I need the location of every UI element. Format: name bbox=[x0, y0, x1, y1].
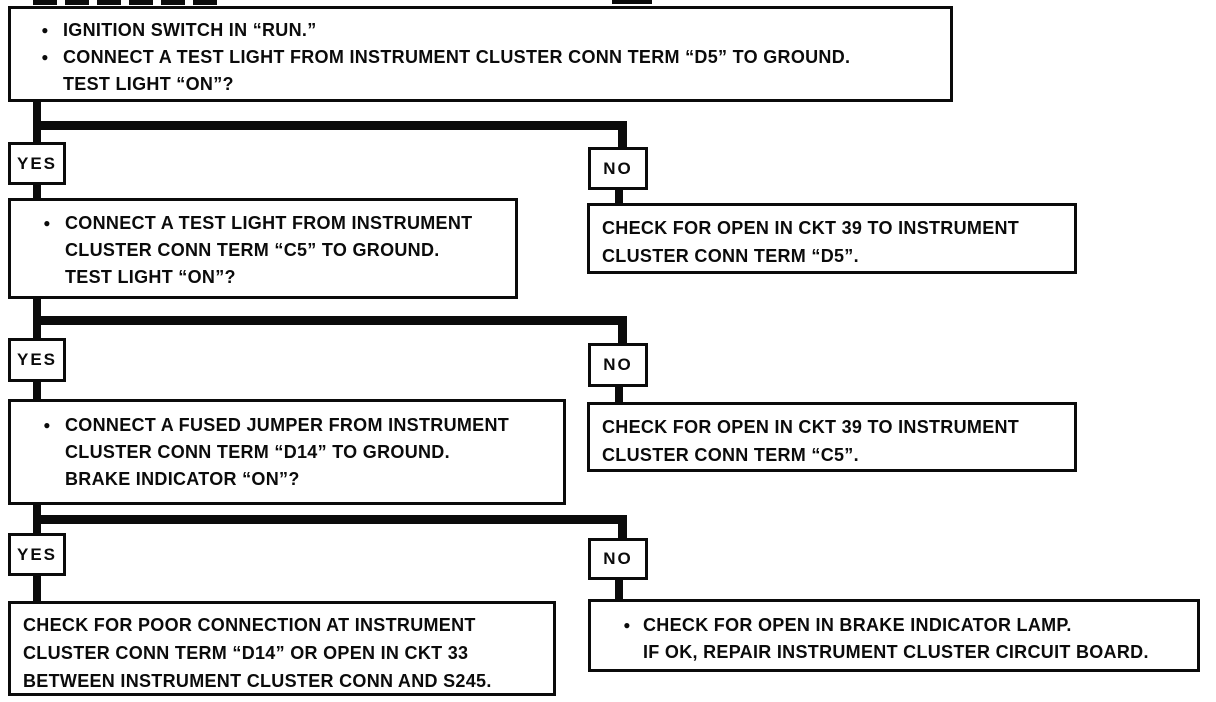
yes-label-3: YES bbox=[8, 533, 66, 576]
question-box-d14: ● CONNECT A FUSED JUMPER FROM INSTRUMENT… bbox=[8, 399, 566, 505]
step1-line3: TEST LIGHT “ON”? bbox=[63, 74, 234, 94]
step3-line1: CONNECT A FUSED JUMPER FROM INSTRUMENT bbox=[65, 415, 510, 435]
connector-stub-no2 bbox=[615, 385, 623, 404]
result-box-lamp: ● CHECK FOR OPEN IN BRAKE INDICATOR LAMP… bbox=[588, 599, 1200, 672]
text-line: TEST LIGHT “ON”? bbox=[29, 264, 507, 291]
connector-v2-right bbox=[618, 316, 627, 345]
text-line: ● CONNECT A TEST LIGHT FROM INSTRUMENT bbox=[29, 210, 507, 237]
yes-label-2: YES bbox=[8, 338, 66, 382]
result-box-d14: CHECK FOR POOR CONNECTION AT INSTRUMENT … bbox=[8, 601, 556, 696]
text-line: ● CONNECT A FUSED JUMPER FROM INSTRUMENT bbox=[29, 412, 555, 439]
result-d14-line1: CHECK FOR POOR CONNECTION AT INSTRUMENT bbox=[23, 615, 476, 635]
no-label-2: NO bbox=[588, 343, 648, 387]
step2-line1: CONNECT A TEST LIGHT FROM INSTRUMENT bbox=[65, 213, 473, 233]
step1-line2: CONNECT A TEST LIGHT FROM INSTRUMENT CLU… bbox=[63, 47, 851, 67]
step3-line3: BRAKE INDICATOR “ON”? bbox=[65, 469, 300, 489]
result-box-d5: CHECK FOR OPEN IN CKT 39 TO INSTRUMENT C… bbox=[587, 203, 1077, 274]
step2-line3: TEST LIGHT “ON”? bbox=[65, 267, 236, 287]
step2-line2: CLUSTER CONN TERM “C5” TO GROUND. bbox=[65, 240, 440, 260]
question-box-d5: ● IGNITION SWITCH IN “RUN.” ● CONNECT A … bbox=[8, 6, 953, 102]
connector-h2 bbox=[33, 316, 627, 325]
no-label-3: NO bbox=[588, 538, 648, 580]
text-line: TEST LIGHT “ON”? bbox=[27, 71, 940, 98]
yes-label-1: YES bbox=[8, 142, 66, 185]
text-line: IF OK, REPAIR INSTRUMENT CLUSTER CIRCUIT… bbox=[611, 639, 1189, 666]
result-d14-line3: BETWEEN INSTRUMENT CLUSTER CONN AND S245… bbox=[23, 671, 492, 691]
no-label-1: NO bbox=[588, 147, 648, 190]
connector-v3-right bbox=[618, 515, 627, 540]
connector-h1 bbox=[33, 121, 627, 130]
result-c5-line1: CHECK FOR OPEN IN CKT 39 TO INSTRUMENT bbox=[602, 417, 1020, 437]
bullet-icon: ● bbox=[41, 23, 49, 37]
text-line: ● CHECK FOR OPEN IN BRAKE INDICATOR LAMP… bbox=[611, 612, 1189, 639]
page-crop-artifact bbox=[33, 0, 223, 5]
bullet-icon: ● bbox=[41, 50, 49, 64]
bullet-icon: ● bbox=[623, 618, 631, 632]
page-crop-artifact bbox=[612, 0, 652, 4]
connector-v1-right bbox=[618, 121, 627, 149]
step1-line1: IGNITION SWITCH IN “RUN.” bbox=[63, 20, 317, 40]
result-d5-line2: CLUSTER CONN TERM “D5”. bbox=[602, 246, 859, 266]
bullet-icon: ● bbox=[43, 216, 51, 230]
connector-stub-no3 bbox=[615, 578, 623, 601]
text-line: BRAKE INDICATOR “ON”? bbox=[29, 466, 555, 493]
text-line: ● IGNITION SWITCH IN “RUN.” bbox=[27, 17, 940, 44]
text-line: CLUSTER CONN TERM “D14” TO GROUND. bbox=[29, 439, 555, 466]
question-box-c5: ● CONNECT A TEST LIGHT FROM INSTRUMENT C… bbox=[8, 198, 518, 299]
connector-h3 bbox=[33, 515, 627, 524]
result-lamp-line1: CHECK FOR OPEN IN BRAKE INDICATOR LAMP. bbox=[643, 615, 1072, 635]
step3-line2: CLUSTER CONN TERM “D14” TO GROUND. bbox=[65, 442, 450, 462]
result-d5-line1: CHECK FOR OPEN IN CKT 39 TO INSTRUMENT bbox=[602, 218, 1020, 238]
connector-stub-yes3 bbox=[33, 574, 41, 603]
result-lamp-line2: IF OK, REPAIR INSTRUMENT CLUSTER CIRCUIT… bbox=[643, 642, 1149, 662]
text-line: ● CONNECT A TEST LIGHT FROM INSTRUMENT C… bbox=[27, 44, 940, 71]
connector-stub-yes2 bbox=[33, 380, 41, 401]
result-box-c5: CHECK FOR OPEN IN CKT 39 TO INSTRUMENT C… bbox=[587, 402, 1077, 472]
text-line: CLUSTER CONN TERM “C5” TO GROUND. bbox=[29, 237, 507, 264]
bullet-icon: ● bbox=[43, 418, 51, 432]
connector-stub-yes1 bbox=[33, 183, 41, 200]
result-c5-line2: CLUSTER CONN TERM “C5”. bbox=[602, 445, 859, 465]
result-d14-line2: CLUSTER CONN TERM “D14” OR OPEN IN CKT 3… bbox=[23, 643, 469, 663]
connector-stub-no1 bbox=[615, 188, 623, 205]
